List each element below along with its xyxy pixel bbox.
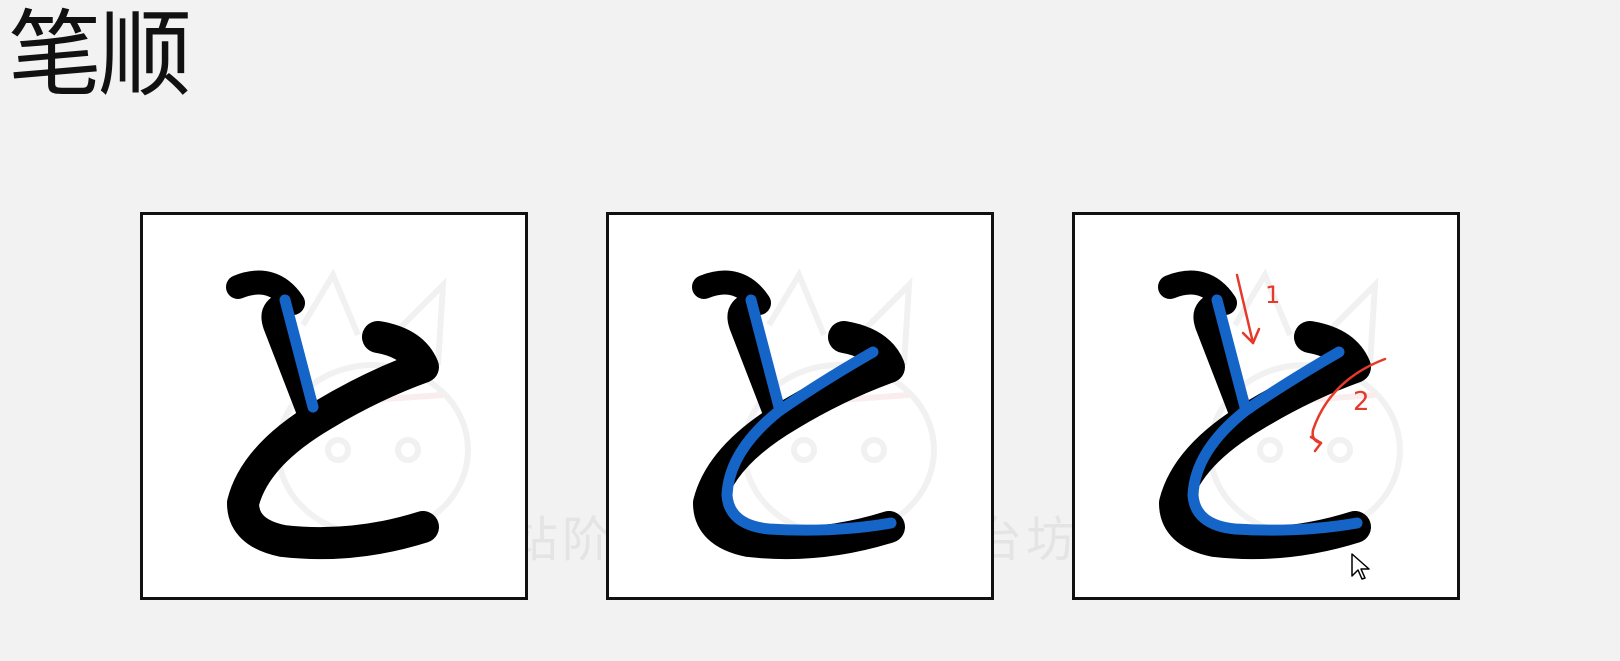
stroke-1-highlight bbox=[745, 294, 785, 413]
stroke-order-panel-step-3: 1 2 bbox=[1072, 212, 1460, 600]
character-black-outline bbox=[226, 270, 439, 560]
stroke-1-number: 1 bbox=[1265, 281, 1280, 309]
stroke-2-direction-arrow bbox=[1309, 357, 1387, 453]
stroke-2-highlight bbox=[721, 346, 897, 536]
stroke-2-number: 2 bbox=[1353, 387, 1370, 417]
page-title: 笔顺 bbox=[8, 1, 192, 110]
character-glyph-svg bbox=[226, 268, 471, 560]
watermark-text: 坊 bbox=[1026, 512, 1075, 568]
watermark-text: 阶 bbox=[562, 512, 611, 568]
stroke-order-panel-step-1 bbox=[140, 212, 528, 600]
stroke-order-panel-step-2 bbox=[606, 212, 994, 600]
character-glyph-svg bbox=[692, 268, 937, 560]
stroke-1-highlight bbox=[279, 294, 319, 413]
mouse-cursor-icon bbox=[1351, 553, 1370, 580]
stroke-2-highlight bbox=[1187, 346, 1363, 536]
stroke-1-direction-arrow bbox=[1235, 273, 1261, 345]
stroke-1-highlight bbox=[1211, 294, 1251, 413]
character-glyph-svg: 1 2 bbox=[1158, 268, 1403, 560]
